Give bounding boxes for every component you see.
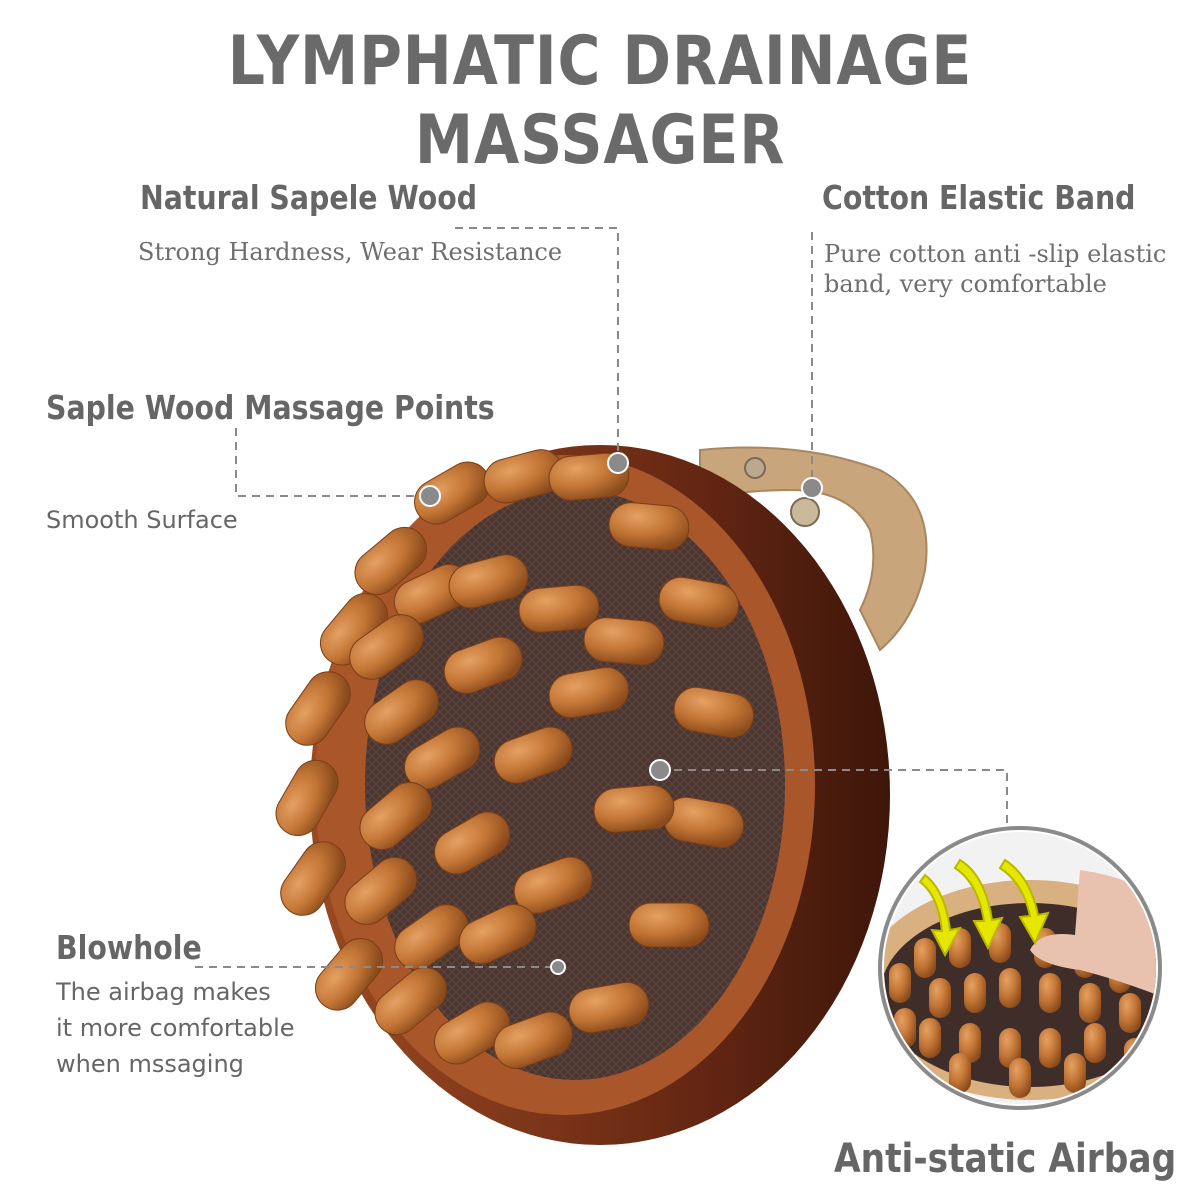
- points-heading: Saple Wood Massage Points: [46, 388, 495, 427]
- blowhole-description-line3: when mssaging: [56, 1050, 244, 1078]
- inset-pin: [999, 968, 1021, 1008]
- massage-pin: [364, 679, 439, 745]
- inset-pin: [1039, 1028, 1061, 1068]
- massage-pin: [493, 726, 573, 784]
- massage-pin: [359, 781, 433, 851]
- massage-pin: [280, 841, 346, 916]
- massage-pin: [673, 686, 755, 739]
- inset-pin: [1079, 983, 1101, 1023]
- inset-pin: [959, 1023, 981, 1063]
- massage-pin: [628, 902, 710, 948]
- blowhole-description-line1: The airbag makes: [56, 978, 271, 1006]
- massage-pin: [548, 666, 630, 719]
- inset-pin: [999, 1028, 1021, 1068]
- massage-pin: [518, 584, 600, 633]
- massage-pin: [314, 937, 384, 1011]
- inset-pin: [1064, 1053, 1086, 1093]
- massage-pin: [285, 671, 351, 746]
- massage-pin: [568, 981, 650, 1034]
- band-description-line1: Pure cotton anti -slip elastic: [824, 240, 1167, 268]
- massage-pin: [434, 811, 511, 875]
- inset-pin: [964, 973, 986, 1013]
- page-title: LYMPHATIC DRAINAGE MASSAGER: [227, 22, 973, 180]
- massage-pin: [513, 856, 593, 914]
- blowhole-heading: Blowhole: [56, 928, 202, 967]
- band-heading: Cotton Elastic Band: [822, 178, 1136, 217]
- massage-pin: [349, 614, 424, 680]
- inset-pin: [1119, 993, 1141, 1033]
- airbag-heading: Anti-static Airbag: [834, 1136, 1177, 1182]
- massage-pin: [434, 1001, 511, 1065]
- callout-dots: [419, 452, 823, 975]
- massage-pin: [658, 576, 740, 629]
- massage-pin: [448, 554, 529, 609]
- inset-pin: [914, 938, 936, 978]
- massage-pin: [443, 636, 523, 694]
- band-description-line2: band, very comfortable: [824, 270, 1107, 298]
- inset-pin: [889, 963, 911, 1003]
- inset-pin: [1084, 1023, 1106, 1063]
- callout-lines: [195, 227, 1008, 968]
- massage-pin: [458, 903, 537, 965]
- wood-heading: Natural Sapele Wood: [140, 178, 478, 217]
- massage-pin: [493, 1011, 573, 1069]
- massage-pin: [374, 966, 448, 1036]
- massage-pin: [354, 526, 428, 596]
- massage-pin: [344, 856, 418, 926]
- airbag-inset: [878, 826, 1162, 1110]
- massage-pin: [593, 784, 675, 833]
- wood-description: Strong Hardness, Wear Resistance: [138, 238, 563, 266]
- massage-pins: [275, 449, 755, 1069]
- inset-pin: [1009, 1058, 1031, 1098]
- points-description: Smooth Surface: [46, 506, 238, 534]
- massage-pin: [394, 904, 469, 970]
- elastic-band: [699, 446, 928, 652]
- massage-pin: [404, 726, 481, 790]
- inset-pin: [1039, 973, 1061, 1013]
- massage-pin: [583, 617, 665, 666]
- inset-pin: [919, 1018, 941, 1058]
- blowhole-description-line2: it more comfortable: [56, 1014, 295, 1042]
- inset-pin: [929, 978, 951, 1018]
- massage-pin: [608, 502, 690, 551]
- massage-pin: [275, 759, 339, 836]
- inset-pin: [949, 1053, 971, 1093]
